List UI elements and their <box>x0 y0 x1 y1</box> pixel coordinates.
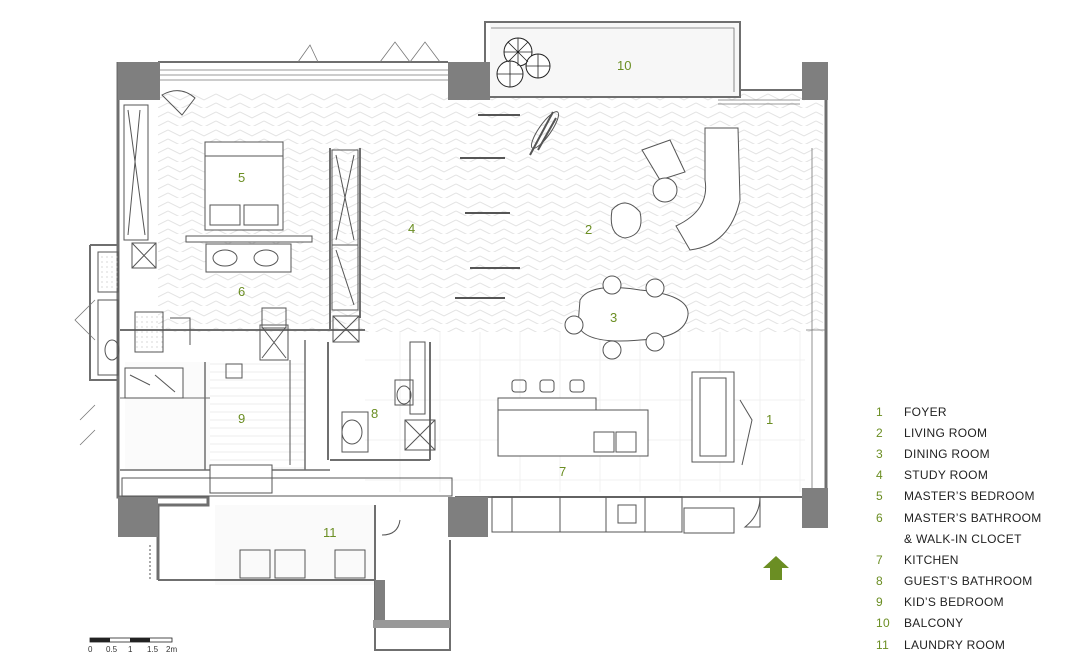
legend-label: & WALK-IN CLOCET <box>904 531 1022 546</box>
room-number-labels: 1 2 3 4 5 6 7 8 9 10 11 <box>238 58 773 540</box>
room-legend: 1 FOYER 2 LIVING ROOM 3 DINING ROOM 4 STUDY … <box>876 401 1076 655</box>
room-number-3: 3 <box>610 310 617 325</box>
legend-number: 3 <box>876 446 883 461</box>
room-number-7: 7 <box>559 464 566 479</box>
room-number-4: 4 <box>408 221 415 236</box>
legend-item: 7 KITCHEN <box>876 549 1076 570</box>
legend-label: GUEST’S BATHROOM <box>904 574 1033 589</box>
legend-item: 9 KID’S BEDROOM <box>876 592 1076 613</box>
room-number-8: 8 <box>371 406 378 421</box>
legend-item: 2 LIVING ROOM <box>876 422 1076 443</box>
windows <box>74 41 826 488</box>
legend-label: BALCONY <box>904 616 964 631</box>
legend-label: LIVING ROOM <box>904 425 988 440</box>
legend-item: & WALK-IN CLOCET <box>876 528 1076 549</box>
laundry-furniture <box>149 519 401 580</box>
legend-number: 9 <box>876 595 883 610</box>
room-number-5: 5 <box>238 170 245 185</box>
kitchen-furniture <box>491 371 761 534</box>
legend-label: LAUNDRY ROOM <box>904 637 1006 652</box>
dining-furniture <box>564 275 689 360</box>
scale-bar: 0 0.5 1 1.5 2m <box>88 637 177 654</box>
legend-number: 6 <box>876 510 883 525</box>
legend-item: 8 GUEST’S BATHROOM <box>876 571 1076 592</box>
legend-item: 10 BALCONY <box>876 613 1076 634</box>
scale-tick-0-5: 0.5 <box>106 645 118 654</box>
room-number-1: 1 <box>766 412 773 427</box>
plant-icon <box>496 37 551 88</box>
legend-item: 1 FOYER <box>876 401 1076 422</box>
up-arrow-icon <box>763 556 789 580</box>
legend-number: 1 <box>876 404 883 419</box>
columns <box>118 62 828 628</box>
legend-item: 6 MASTER’S BATHROOM <box>876 507 1076 528</box>
master-bath-furniture <box>97 251 360 376</box>
legend-number: 7 <box>876 552 883 567</box>
legend-label: STUDY ROOM <box>904 468 989 483</box>
legend-number: 11 <box>876 637 890 652</box>
legend-label: KID’S BEDROOM <box>904 595 1004 610</box>
room-number-9: 9 <box>238 411 245 426</box>
guest-bath-furniture <box>341 341 436 453</box>
legend-item: 3 DINING ROOM <box>876 443 1076 464</box>
master-bedroom-furniture <box>123 90 359 311</box>
scale-tick-1: 1 <box>128 645 133 654</box>
legend-number: 8 <box>876 574 883 589</box>
room-number-2: 2 <box>585 222 592 237</box>
legend-label: MASTER’S BATHROOM <box>904 510 1042 525</box>
legend-item: 4 STUDY ROOM <box>876 465 1076 486</box>
legend-label: KITCHEN <box>904 552 959 567</box>
room-number-11: 11 <box>323 525 337 540</box>
legend-number: 5 <box>876 489 883 504</box>
legend-item: 11 LAUNDRY ROOM <box>876 634 1076 655</box>
scale-tick-2m: 2m <box>166 645 177 654</box>
scale-tick-1-5: 1.5 <box>147 645 159 654</box>
legend-item: 5 MASTER’S BEDROOM <box>876 486 1076 507</box>
legend-label: FOYER <box>904 404 947 419</box>
legend-number: 4 <box>876 468 883 483</box>
kid-bedroom-furniture <box>121 360 453 497</box>
room-number-10: 10 <box>617 58 631 73</box>
legend-label: DINING ROOM <box>904 446 990 461</box>
legend-label: MASTER’S BEDROOM <box>904 489 1035 504</box>
legend-number: 2 <box>876 425 883 440</box>
room-number-6: 6 <box>238 284 245 299</box>
living-furniture <box>455 111 741 299</box>
scale-tick-0: 0 <box>88 645 93 654</box>
legend-number: 10 <box>876 616 890 631</box>
